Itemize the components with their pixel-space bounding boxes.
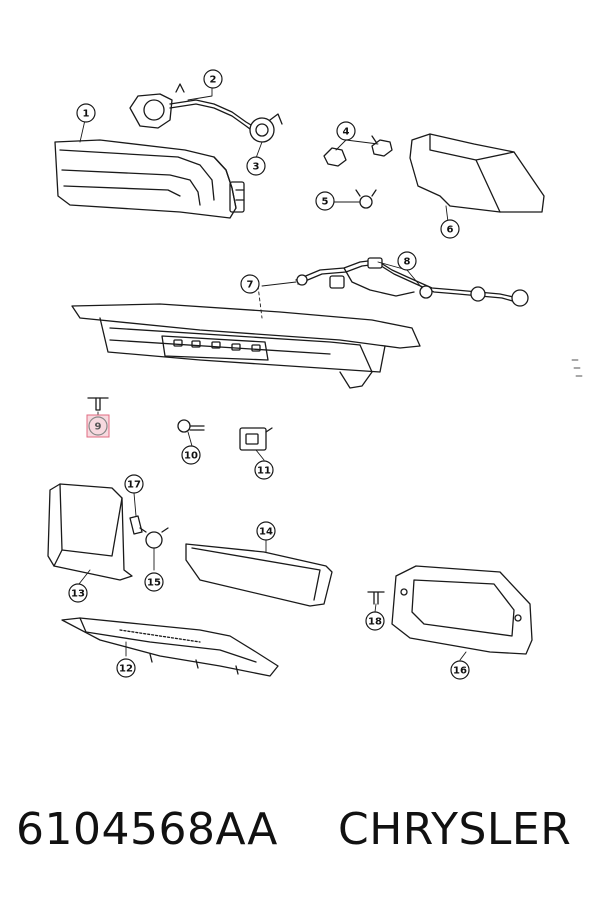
callout-circle: [365, 611, 385, 631]
callout-circle: [254, 460, 274, 480]
callout-5: 5: [315, 191, 335, 211]
callout-circle: [246, 156, 266, 176]
part-17-bulb: [129, 515, 143, 535]
callout-circle: [144, 572, 164, 592]
callout-label: 11: [257, 466, 271, 477]
callout-circle: [181, 445, 201, 465]
callout-label: 12: [119, 664, 133, 675]
part-2-harness: [129, 83, 257, 133]
callout-circle: [256, 521, 276, 541]
callout-label: 6: [447, 225, 454, 236]
part-1-tail-lamp: [54, 139, 245, 219]
callout-11: 11: [254, 460, 274, 480]
callout-circle: [76, 103, 96, 123]
callout-circle: [440, 219, 460, 239]
callout-3: 3: [246, 156, 266, 176]
callout-label: 3: [253, 162, 260, 173]
part-16-bracket: [391, 565, 533, 655]
callout-circle: [124, 474, 144, 494]
callout-label: 2: [210, 75, 217, 86]
callout-circle: [240, 274, 260, 294]
part-4-push-nuts: [323, 135, 393, 167]
part-10-push-pin: [177, 419, 205, 433]
callout-label: 15: [147, 578, 161, 589]
callout-4: 4: [336, 121, 356, 141]
part-7-applique-panel: [71, 303, 421, 389]
callout-label: 10: [184, 451, 198, 462]
callout-circle: [336, 121, 356, 141]
callout-label: 5: [322, 197, 329, 208]
callout-1: 1: [76, 103, 96, 123]
part-13-lens: [47, 483, 133, 581]
callout-7: 7: [240, 274, 260, 294]
callout-2: 2: [203, 69, 223, 89]
callout-circle: [450, 660, 470, 680]
callout-label: 13: [71, 589, 85, 600]
callout-16: 16: [450, 660, 470, 680]
leader-lines: [78, 85, 467, 661]
callout-10: 10: [181, 445, 201, 465]
callout-label: 16: [453, 666, 467, 677]
footer: 6104568AA CHRYSLER: [0, 790, 600, 880]
part-12-trim-bezel: [61, 617, 279, 677]
callout-label: 4: [343, 127, 350, 138]
callout-circle: [116, 658, 136, 678]
callout-label: 9: [95, 422, 102, 433]
callout-circle: [203, 69, 223, 89]
part-9-screw: [87, 397, 109, 411]
callout-17: 17: [124, 474, 144, 494]
callout-6: 6: [440, 219, 460, 239]
part-14-reflector: [185, 543, 333, 607]
callout-14: 14: [256, 521, 276, 541]
part-11-connector: [239, 427, 273, 451]
part-8-wiring-harness: [295, 257, 529, 307]
callout-9: 9: [86, 414, 110, 438]
callout-15: 15: [144, 572, 164, 592]
callout-8: 8: [397, 251, 417, 271]
brand-name: CHRYSLER: [338, 804, 572, 855]
part-5-clip: [355, 189, 377, 209]
callout-circle: [68, 583, 88, 603]
part-18-screw: [367, 591, 385, 605]
callout-label: 1: [83, 109, 90, 120]
callout-circle: [397, 251, 417, 271]
part-3-bulb-socket: [249, 113, 283, 143]
callout-circle: [315, 191, 335, 211]
callout-12: 12: [116, 658, 136, 678]
callout-label: 18: [368, 617, 382, 628]
part-15-socket: [139, 527, 169, 549]
callout-18: 18: [365, 611, 385, 631]
callout-label: 14: [259, 527, 273, 538]
callout-label: 17: [127, 480, 141, 491]
callout-circle: [88, 416, 108, 436]
callout-label: 8: [404, 257, 411, 268]
callout-13: 13: [68, 583, 88, 603]
callout-label: 7: [247, 280, 254, 291]
part-number: 6104568AA: [16, 804, 278, 855]
part-6-shield: [409, 133, 545, 213]
